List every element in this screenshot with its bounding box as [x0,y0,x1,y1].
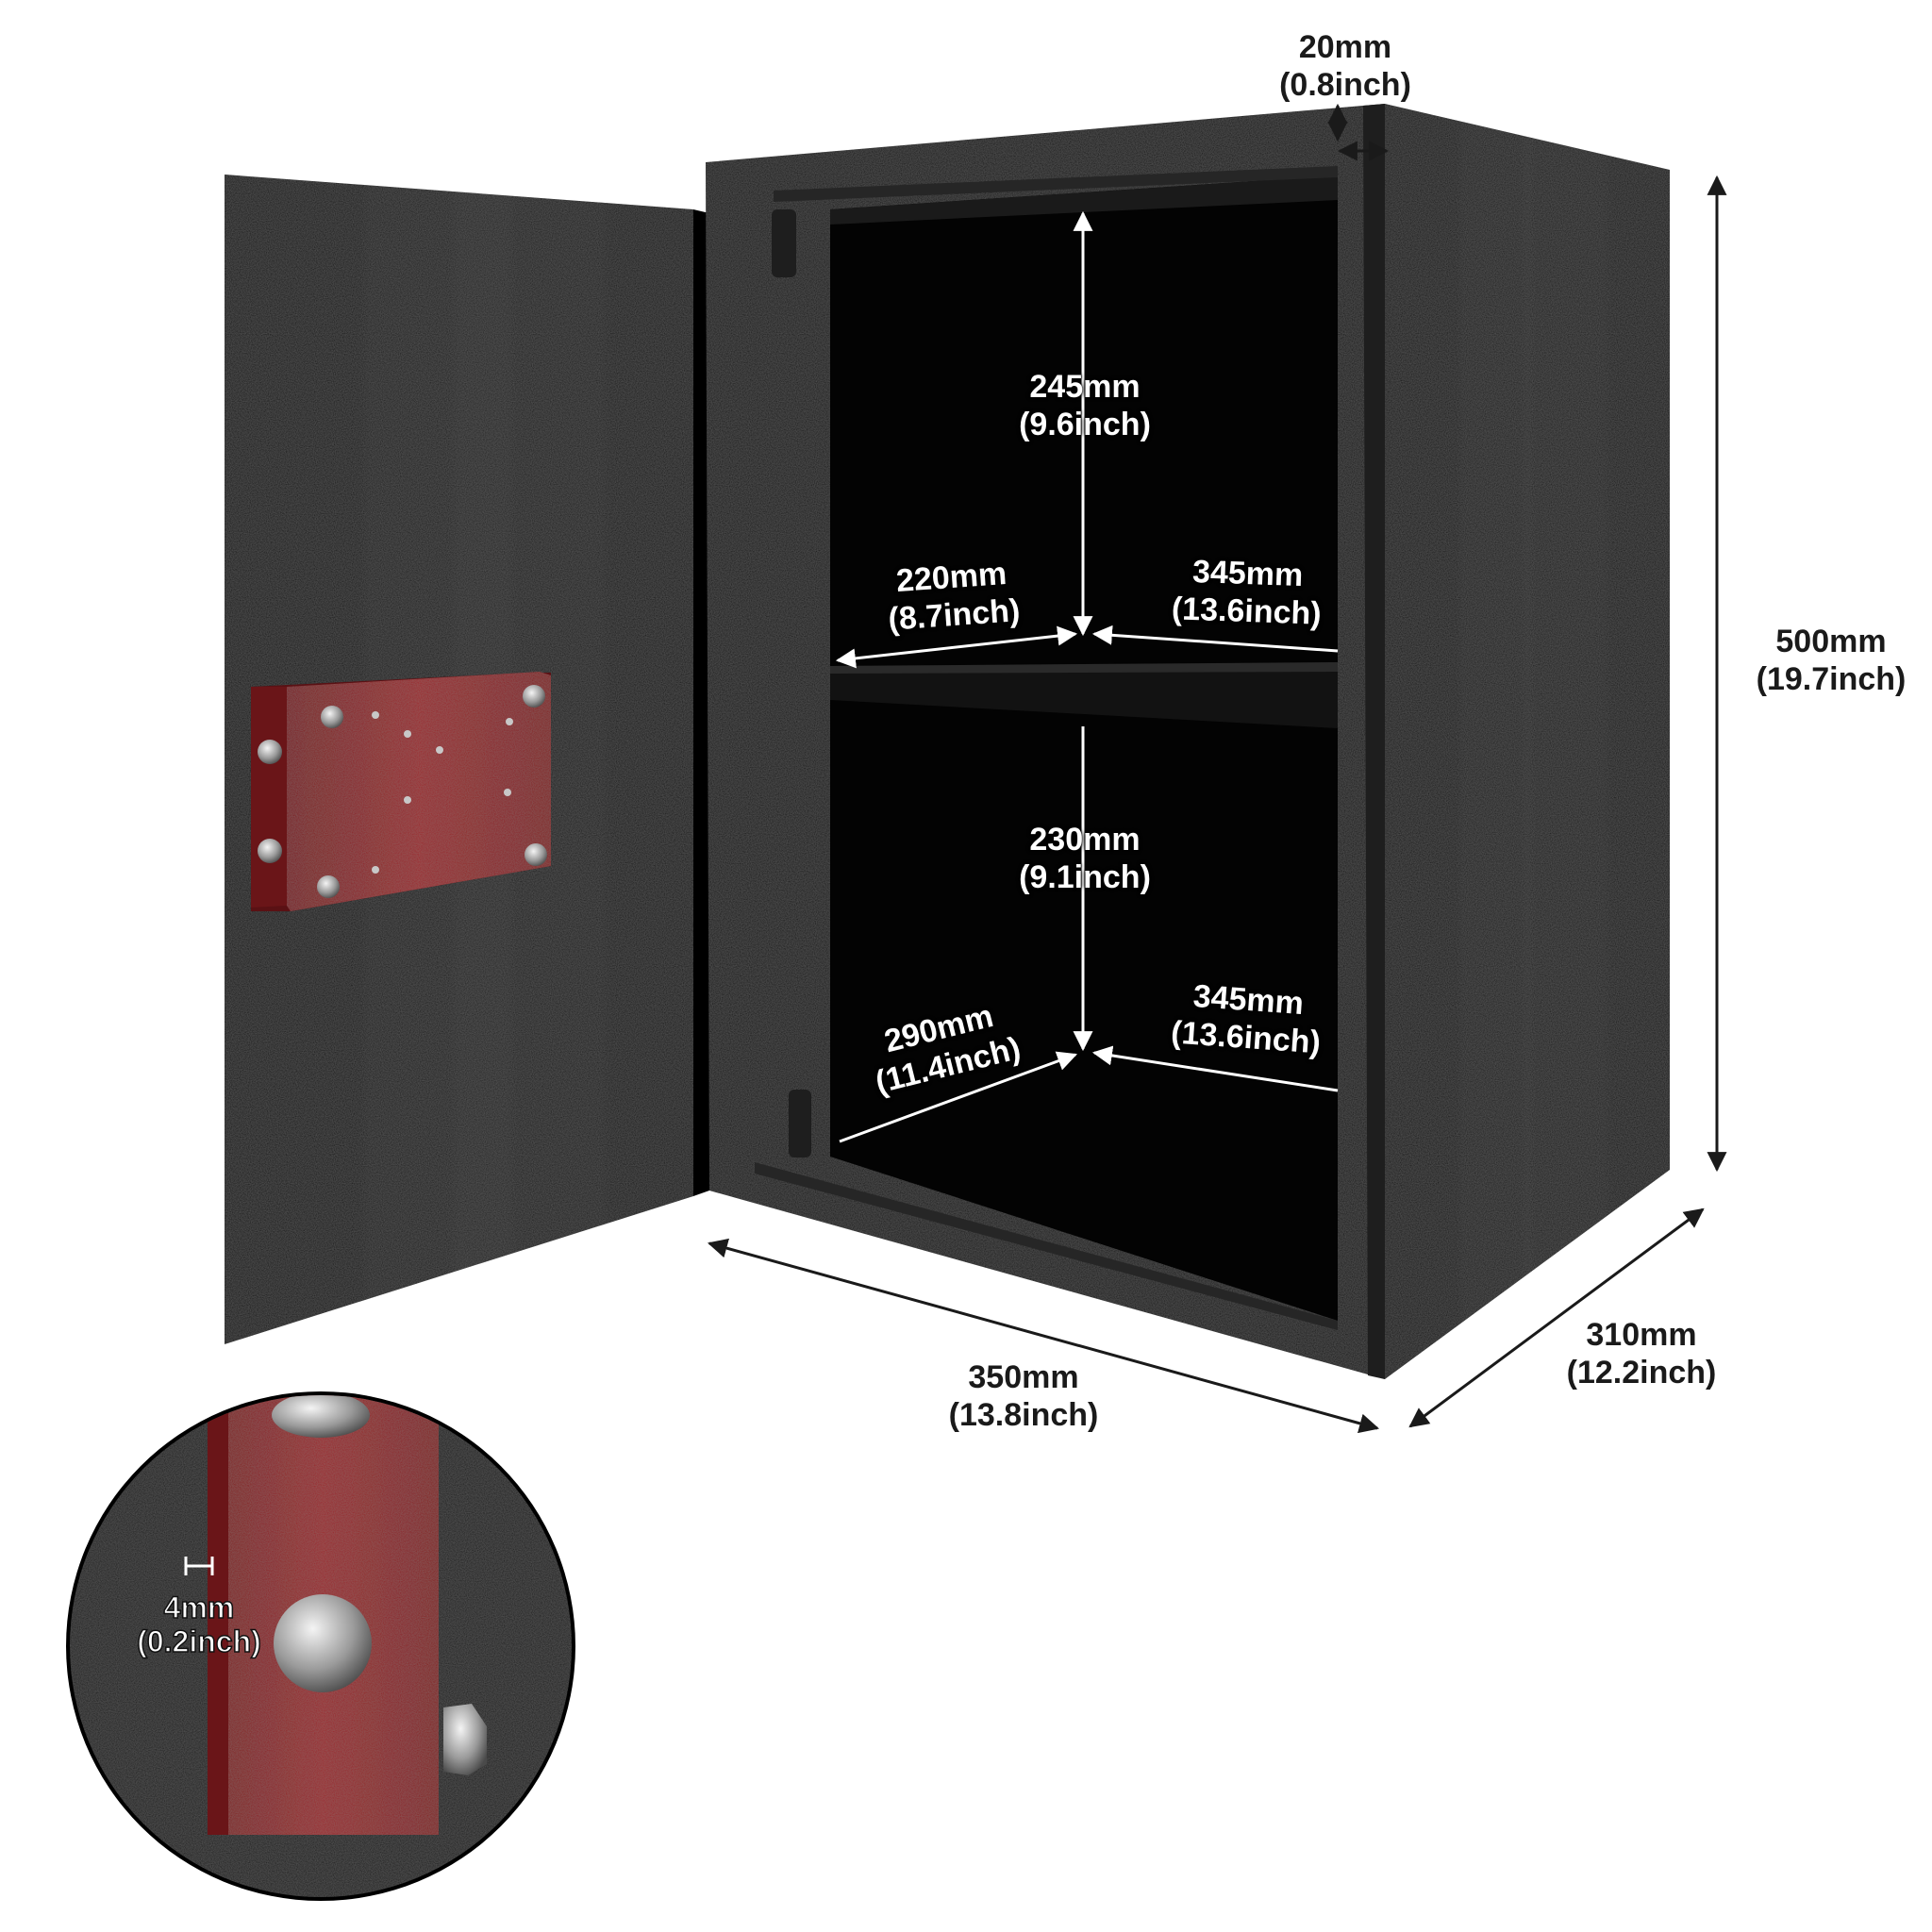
upper-height-mm: 245mm [1029,369,1141,405]
upper-depth-inch: (13.6inch) [1171,591,1323,632]
nut-icon [443,1704,487,1775]
lower-depth-label: 345mm (13.6inch) [1150,974,1343,1063]
bolt-icon [258,839,282,863]
upper-depth-label: 345mm (13.6inch) [1152,552,1343,634]
hinge-icon [772,209,796,277]
wall-mm: 20mm [1298,29,1392,65]
upper-height-inch: (9.6inch) [1019,407,1151,442]
zoom-detail [66,1391,575,1901]
depth-arrow [1408,1208,1705,1428]
bolt-icon [258,740,282,764]
inner-dimension-arrows [835,210,1339,1143]
upper-depth-mm: 345mm [1191,553,1304,594]
hinge-icon [789,1090,811,1158]
screw-icon [523,685,545,708]
lower-width-arrow [839,1051,1077,1143]
bolt-inch: (0.2inch) [136,1624,261,1659]
bolt-icon [274,1594,372,1692]
screw-icon [321,706,343,728]
depth-mm: 310mm [1586,1317,1697,1353]
screw-icon [317,875,340,898]
width-mm: 350mm [968,1359,1079,1395]
depth-label: 310mm (12.2inch) [1547,1316,1736,1391]
upper-width-arrow [835,625,1078,669]
width-inch: (13.8inch) [948,1397,1099,1433]
depth-inch: (12.2inch) [1566,1355,1717,1391]
lock-box [251,672,551,911]
wall-thickness-label: 20mm (0.8inch) [1260,28,1430,104]
lower-height-inch: (9.1inch) [1019,859,1151,895]
lower-depth-arrow [1091,1045,1339,1092]
screw-icon [525,843,547,866]
lower-height-mm: 230mm [1029,822,1141,858]
lower-height-label: 230mm (9.1inch) [1000,821,1170,896]
wall-inch: (0.8inch) [1279,67,1411,103]
height-inch: (19.7inch) [1756,661,1907,697]
bolt-mm: 4mm [163,1590,235,1625]
width-arrow [707,1238,1380,1434]
upper-width-label: 220mm (8.7inch) [865,553,1040,640]
safe-body [706,104,1670,1379]
bolt-size-label: 4mm (0.2inch) [109,1590,289,1659]
shelf [830,666,1338,728]
outer-dimension-arrows [707,103,1727,1434]
width-label: 350mm (13.8inch) [929,1358,1118,1434]
height-mm: 500mm [1775,624,1887,659]
upper-height-label: 245mm (9.6inch) [1000,368,1170,443]
upper-depth-arrow [1091,625,1339,653]
height-label: 500mm (19.7inch) [1732,623,1930,698]
